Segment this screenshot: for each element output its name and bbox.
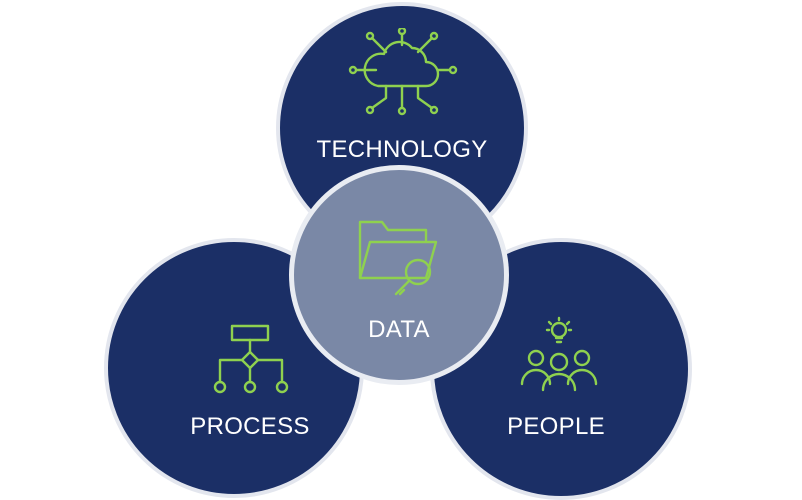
people-label: PEOPLE	[507, 413, 605, 440]
data-circle	[289, 165, 509, 385]
flowchart-icon	[198, 322, 302, 394]
folder-search-icon	[352, 212, 446, 306]
technology-label: TECHNOLOGY	[316, 136, 488, 163]
cloud-network-icon	[342, 28, 462, 118]
people-idea-icon	[514, 316, 604, 396]
data-label: DATA	[368, 316, 430, 343]
process-label: PROCESS	[190, 413, 310, 440]
